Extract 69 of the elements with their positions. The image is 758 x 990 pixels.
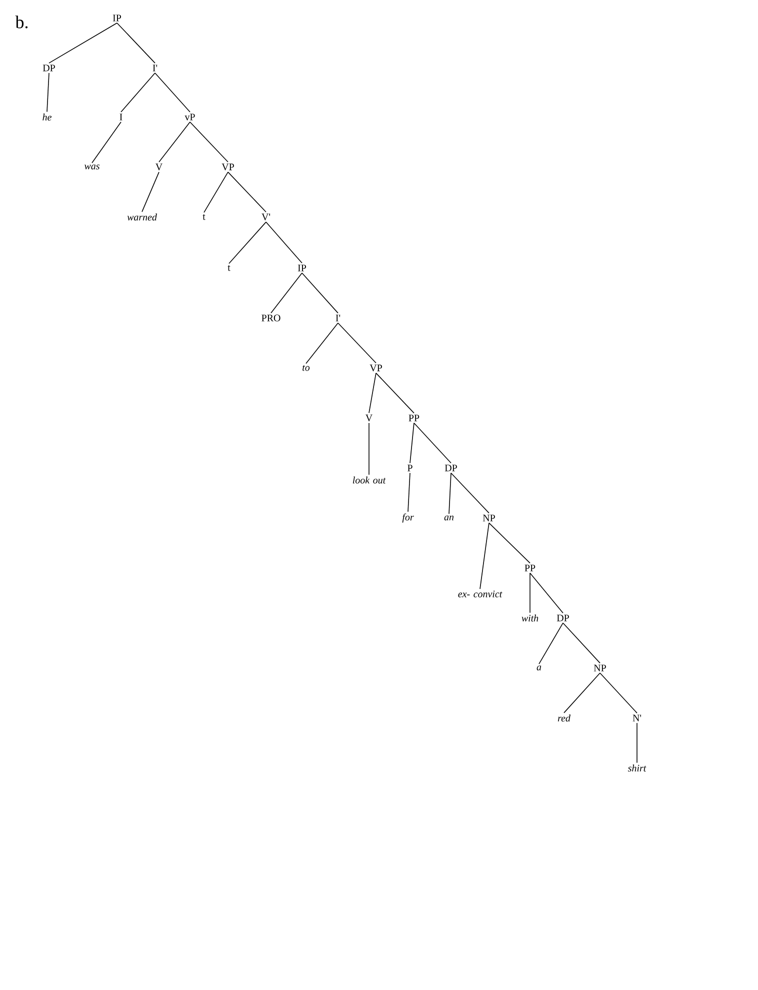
word: an: [444, 516, 454, 520]
category-label: DP: [444, 464, 457, 472]
word: with: [522, 614, 538, 622]
category-label: IP: [112, 14, 122, 22]
category-label: DP: [42, 64, 55, 72]
tree-branch: [270, 272, 302, 314]
tree-branch: [564, 672, 600, 714]
category-label: V: [366, 414, 372, 422]
tree-branch: [158, 122, 190, 162]
category-label: PRO: [262, 314, 280, 322]
word: to: [302, 365, 310, 371]
tree-branch: [190, 122, 228, 162]
label: b.: [15, 16, 28, 28]
category-label: V': [262, 214, 270, 220]
tree-branch: [204, 172, 228, 213]
word: for: [402, 513, 414, 523]
category-label: NP: [594, 664, 606, 672]
tree-branch: [414, 422, 452, 464]
tree-branch: [488, 522, 530, 564]
category-label: t: [228, 265, 230, 271]
tree-branch: [376, 372, 414, 414]
tree-branch: [408, 472, 410, 512]
tree-branch: [228, 172, 266, 212]
category-label: V: [156, 164, 162, 170]
category-label: t: [202, 214, 206, 220]
tree-branch: [530, 572, 564, 614]
tree-branch: [450, 472, 490, 514]
tree-branch: [92, 122, 122, 164]
tree-branch: [116, 22, 156, 64]
tree-branch: [302, 272, 338, 314]
category-label: I': [336, 314, 340, 322]
category-label: I: [120, 114, 122, 120]
word: a: [536, 666, 542, 670]
category-label: N': [632, 714, 642, 722]
category-label: VP: [222, 164, 234, 170]
tree-branch: [266, 222, 302, 264]
word: he: [42, 114, 52, 120]
tree-branch: [142, 172, 160, 212]
word: was: [84, 164, 100, 170]
tree-branch: [562, 622, 600, 664]
tree-branch: [48, 22, 118, 64]
word: ex- convict: [458, 590, 502, 598]
tree-branch: [120, 72, 156, 112]
category-label: IP: [298, 264, 306, 272]
category-label: PP: [524, 564, 536, 572]
tree-branch: [538, 622, 564, 664]
category-label: I': [152, 64, 158, 72]
word: look out: [352, 476, 386, 484]
tree-branch: [636, 722, 638, 764]
tree-branch: [368, 422, 370, 476]
tree-branch: [368, 372, 376, 414]
tree-branch: [338, 322, 376, 364]
category-label: vP: [184, 114, 195, 120]
category-label: NP: [482, 514, 495, 522]
category-label: DP: [556, 614, 569, 622]
tree-branch: [480, 522, 490, 590]
tree-branch: [228, 222, 266, 264]
category-label: PP: [408, 414, 420, 422]
category-label: P: [408, 464, 412, 472]
tree-branch: [410, 422, 414, 464]
tree-branch: [154, 72, 190, 112]
word: red: [558, 714, 570, 722]
word: warned: [127, 214, 157, 221]
tree-branch: [448, 472, 452, 514]
category-label: VP: [370, 364, 382, 372]
tree-branch: [600, 672, 638, 714]
tree-branch: [46, 72, 50, 112]
word: shirt: [628, 764, 646, 772]
tree-branch: [306, 322, 338, 364]
